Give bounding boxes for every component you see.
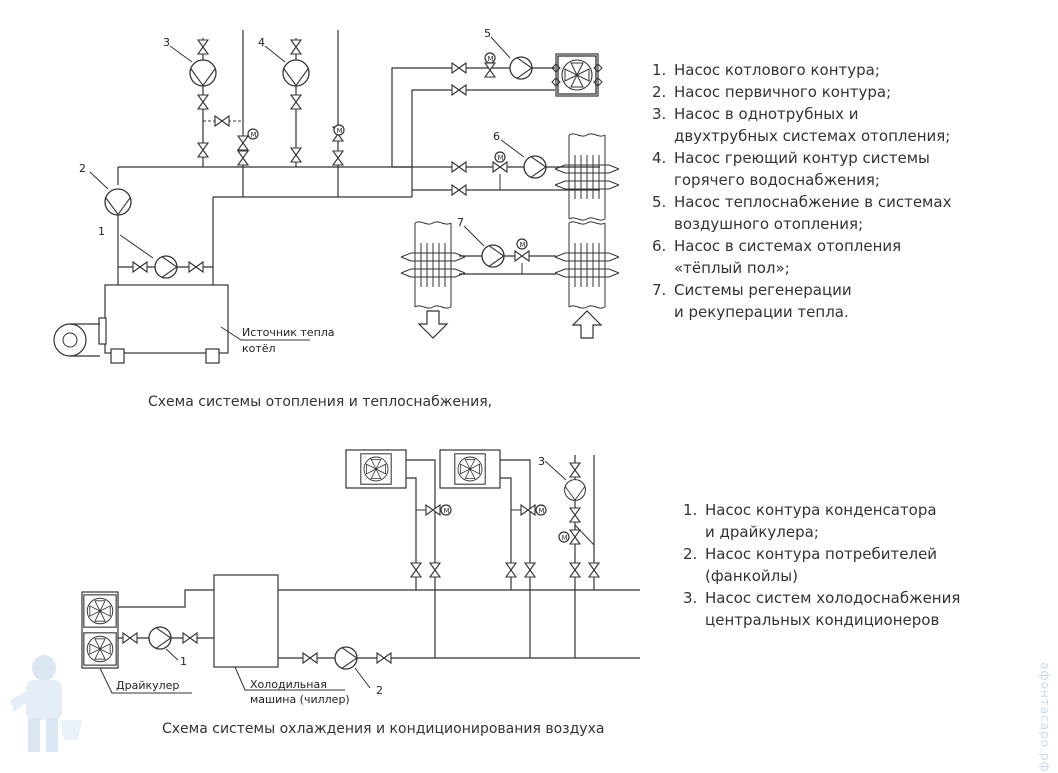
chiller-label-1: Холодильная: [250, 678, 327, 691]
svg-text:6: 6: [493, 130, 500, 143]
heating-legend-item: 3. Насос в однотрубных и двухтрубных сист…: [652, 103, 951, 147]
supply-exchanger: [554, 221, 620, 309]
boiler: [104, 284, 229, 354]
svg-text:M: M: [337, 127, 343, 135]
cooling-pump-2: [334, 646, 358, 670]
plumber-mascot: [10, 655, 82, 752]
watermark: афонтасаро.рф: [1038, 662, 1052, 773]
svg-text:M: M: [498, 154, 504, 162]
cooling-legend-item: 2. Насос контура потребителей (фанкойлы): [683, 543, 960, 587]
legend-text: Насос контура конденсатора и драйкулера;: [705, 501, 937, 541]
legend-number: 2.: [652, 83, 667, 101]
legend-number: 2.: [683, 545, 698, 563]
cooling-caption: Схема системы охлаждения и кондициониров…: [162, 721, 604, 737]
supply-air-arrow: [571, 310, 603, 339]
heating-legend-item: 6. Насос в системах отопления «тёплый пол…: [652, 235, 951, 279]
cooling-legend-item: 3. Насос систем холодоснабжения центральн…: [683, 587, 960, 631]
legend-text: Системы регенерации и рекуперации тепла.: [674, 281, 852, 321]
legend-text: Насос в системах отопления «тёплый пол»;: [674, 237, 902, 277]
heating-legend: 1. Насос котлового контура; 2. Насос первич…: [652, 59, 951, 323]
legend-number: 4.: [652, 149, 667, 167]
cooling-legend-item: 1. Насос контура конденсатора и драйкулер…: [683, 499, 960, 543]
burner-fan: [53, 323, 87, 357]
chiller-label-2: машина (чиллер): [250, 693, 350, 706]
cooling-pump-1: [148, 626, 172, 650]
pump-3: [189, 59, 217, 87]
svg-text:7: 7: [457, 216, 464, 229]
svg-text:2: 2: [79, 162, 86, 175]
cooling-pump-3: [564, 479, 586, 501]
legend-number: 1.: [683, 501, 698, 519]
svg-text:M: M: [444, 507, 450, 515]
cooling-legend: 1. Насос контура конденсатора и драйкулер…: [683, 499, 960, 631]
legend-number: 6.: [652, 237, 667, 255]
legend-text: Насос греющий контур системы горячего во…: [674, 149, 930, 189]
air-heater-fan: [557, 55, 597, 95]
legend-number: 3.: [683, 589, 698, 607]
svg-text:4: 4: [258, 36, 265, 49]
pump-4: [282, 59, 310, 87]
svg-text:M: M: [251, 131, 257, 139]
heating-caption: Схема системы отопления и теплоснабжения…: [148, 394, 492, 410]
heating-legend-item: 7. Системы регенерации и рекуперации тепл…: [652, 279, 951, 323]
legend-text: Насос котлового контура;: [674, 61, 880, 79]
floor-heating-exchanger: [554, 133, 620, 221]
heating-legend-item: 1. Насос котлового контура;: [652, 59, 951, 81]
svg-text:3: 3: [538, 455, 545, 468]
pump-2: [104, 188, 132, 216]
svg-text:1: 1: [180, 655, 187, 668]
svg-text:5: 5: [484, 27, 491, 40]
legend-number: 1.: [652, 61, 667, 79]
pump-1: [154, 255, 178, 279]
legend-text: Насос теплоснабжение в системах воздушно…: [674, 193, 952, 233]
pump-7: [481, 244, 505, 268]
legend-number: 3.: [652, 105, 667, 123]
heating-legend-item: 2. Насос первичного контура;: [652, 81, 951, 103]
pump-5: [509, 56, 533, 80]
drycooler-label: Драйкулер: [116, 679, 179, 692]
legend-number: 7.: [652, 281, 667, 299]
svg-text:M: M: [562, 534, 568, 542]
svg-text:1: 1: [98, 225, 105, 238]
svg-text:M: M: [488, 55, 494, 63]
svg-text:2: 2: [376, 684, 383, 697]
legend-number: 5.: [652, 193, 667, 211]
legend-text: Насос систем холодоснабжения центральных…: [705, 589, 961, 629]
pump-6: [523, 155, 547, 179]
boiler-label: котёл: [242, 342, 276, 355]
exhaust-exchanger: [400, 221, 466, 309]
heating-legend-item: 4. Насос греющий контур системы горячего …: [652, 147, 951, 191]
heating-legend-item: 5. Насос теплоснабжение в системах воздуш…: [652, 191, 951, 235]
svg-text:M: M: [539, 507, 545, 515]
exhaust-air-arrow: [417, 310, 449, 339]
legend-text: Насос в однотрубных и двухтрубных систем…: [674, 105, 951, 145]
legend-text: Насос контура потребителей (фанкойлы): [705, 545, 938, 585]
legend-text: Насос первичного контура;: [674, 83, 892, 101]
svg-text:3: 3: [163, 36, 170, 49]
heat-source-label: Источник тепла: [242, 326, 335, 339]
chiller: [213, 574, 279, 668]
svg-text:M: M: [520, 241, 526, 249]
